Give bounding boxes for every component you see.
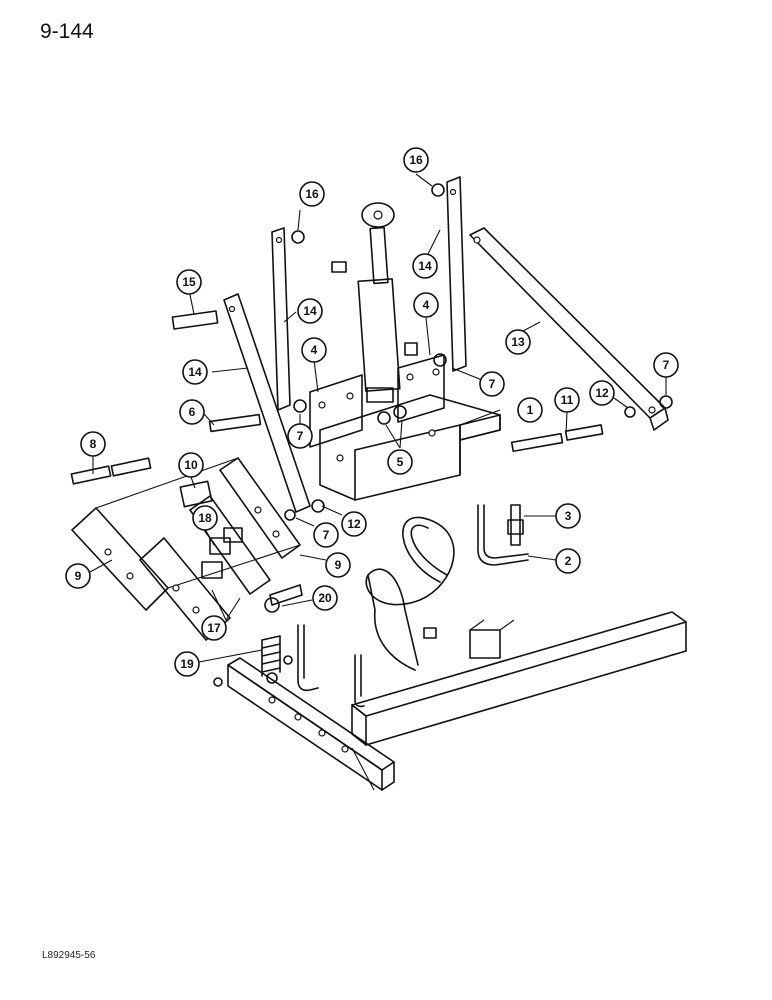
- callout-12-right: 12: [589, 380, 615, 406]
- svg-text:14: 14: [188, 365, 202, 379]
- callout-10: 10: [178, 452, 204, 478]
- svg-text:6: 6: [189, 405, 196, 419]
- callout-2: 2: [555, 548, 581, 574]
- callout-16-left: 16: [299, 181, 325, 207]
- callout-7-a: 7: [287, 423, 313, 449]
- callout-15: 15: [176, 269, 202, 295]
- svg-text:7: 7: [297, 429, 304, 443]
- leader-lines: [89, 173, 667, 663]
- svg-text:15: 15: [182, 275, 196, 289]
- lower-rail: [227, 657, 395, 791]
- spring-tine: [365, 516, 515, 671]
- svg-text:3: 3: [565, 509, 572, 523]
- svg-text:16: 16: [409, 153, 423, 167]
- callout-7-c: 7: [653, 352, 679, 378]
- callout-9-right: 9: [325, 552, 351, 578]
- callout-9-left: 9: [65, 563, 91, 589]
- callout-5: 5: [387, 449, 413, 475]
- callout-14-right: 14: [412, 253, 438, 279]
- callout-3: 3: [555, 503, 581, 529]
- vertical-links: [223, 176, 467, 513]
- callout-18: 18: [192, 505, 218, 531]
- spring-assembly: [213, 584, 303, 687]
- svg-text:12: 12: [347, 517, 361, 531]
- svg-text:5: 5: [397, 455, 404, 469]
- callout-6: 6: [179, 399, 205, 425]
- svg-text:4: 4: [423, 298, 430, 312]
- svg-text:4: 4: [311, 343, 318, 357]
- svg-text:12: 12: [595, 386, 609, 400]
- callout-13: 13: [505, 329, 531, 355]
- reference-code: L892945-56: [42, 950, 96, 961]
- callout-12-left: 12: [341, 511, 367, 537]
- callout-4-right: 4: [413, 292, 439, 318]
- svg-text:14: 14: [418, 259, 432, 273]
- callout-1: 1: [517, 397, 543, 423]
- svg-text:9: 9: [75, 569, 82, 583]
- callout-7-d: 7: [313, 522, 339, 548]
- callout-14-mid: 14: [297, 298, 323, 324]
- svg-text:2: 2: [565, 554, 572, 568]
- svg-text:7: 7: [323, 528, 330, 542]
- svg-text:1: 1: [527, 403, 534, 417]
- svg-text:9: 9: [335, 558, 342, 572]
- svg-text:10: 10: [184, 458, 198, 472]
- svg-text:11: 11: [561, 393, 574, 407]
- pins: [70, 310, 604, 508]
- svg-text:7: 7: [663, 358, 670, 372]
- parts-artwork: [70, 176, 687, 791]
- svg-text:19: 19: [180, 657, 194, 671]
- u-bolts: [297, 504, 529, 708]
- mount-bracket: [319, 394, 501, 501]
- callout-20: 20: [312, 585, 338, 611]
- callout-16-right: 16: [403, 147, 429, 173]
- callout-14-left: 14: [182, 359, 208, 385]
- svg-text:16: 16: [305, 187, 319, 201]
- svg-text:7: 7: [489, 377, 496, 391]
- callout-11: 11: [554, 387, 580, 413]
- svg-text:17: 17: [207, 621, 221, 635]
- hitch-plates: [71, 457, 301, 641]
- page-number: 9-144: [40, 20, 94, 43]
- bolts: [423, 504, 524, 639]
- svg-text:8: 8: [90, 437, 97, 451]
- callout-7-b: 7: [479, 371, 505, 397]
- svg-text:14: 14: [303, 304, 317, 318]
- callout-8: 8: [80, 431, 106, 457]
- callout-4-left: 4: [301, 337, 327, 363]
- main-frame-tube: [351, 611, 687, 746]
- washers-nuts: [284, 183, 673, 521]
- callout-17: 17: [201, 615, 227, 641]
- svg-text:13: 13: [511, 335, 525, 349]
- svg-text:18: 18: [198, 511, 212, 525]
- callout-19: 19: [174, 651, 200, 677]
- hydraulic-cylinder: [331, 202, 418, 403]
- svg-text:20: 20: [318, 591, 332, 605]
